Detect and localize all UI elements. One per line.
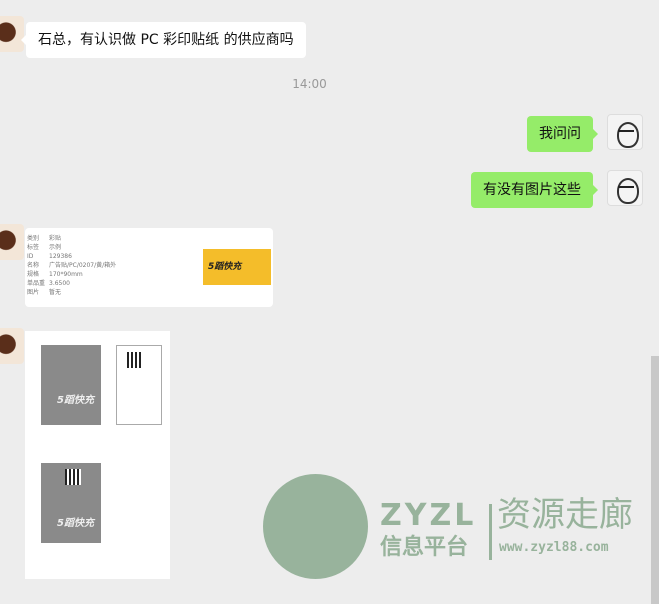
field-label: 单品重 [27,280,46,287]
field-label: 名称 [27,262,40,269]
timestamp: 14:00 [292,77,327,91]
field-value: 广告贴/PC/0207/黄/箱外 [49,262,117,269]
sticker-layout-image[interactable]: 5蹈快充 5蹈快充 [25,331,170,579]
my-avatar[interactable] [607,114,643,150]
field-value: 170*90mm [49,271,83,278]
my-avatar[interactable] [607,170,643,206]
sticker-back [116,345,162,425]
field-value: 示例 [49,244,62,251]
field-label: ID [27,253,34,260]
sticker-front: 5蹈快充 [41,345,101,425]
qr-code-icon [65,469,81,485]
field-value: 3.6500 [49,280,70,287]
qr-code-icon [127,352,143,368]
field-label: 标签 [27,244,40,251]
watermark-brand: ZYZL [380,498,477,533]
field-value: 129386 [49,253,72,260]
watermark-cn: 资源走廊 [497,495,633,535]
message-bubble-incoming[interactable]: 石总，有认识做 PC 彩印贴纸 的供应商吗 [21,22,306,58]
watermark-sub: 信息平台 [380,535,469,560]
field-label: 图片 [27,289,40,296]
watermark-url: www.zyzl88.com [499,540,609,555]
watermark-divider [489,504,492,560]
message-bubble-outgoing[interactable]: 我问问 [527,116,598,152]
field-label: 规格 [27,271,40,278]
field-value: 彩贴 [49,235,62,242]
field-label: 类别 [27,235,40,242]
field-value: 暂无 [49,289,62,296]
contact-avatar[interactable] [0,16,24,52]
watermark-circle-icon [263,474,368,579]
scrollbar[interactable] [651,356,659,604]
contact-avatar[interactable] [0,224,24,260]
product-info-image[interactable]: 类别 彩贴 标签 示例 ID 129386 名称 广告贴/PC/0207/黄/箱外 规格… [25,228,273,307]
message-bubble-outgoing[interactable]: 有没有图片这些 [471,172,598,208]
sticker-preview: 5蹈快充 [203,249,271,285]
contact-avatar[interactable] [0,328,24,364]
